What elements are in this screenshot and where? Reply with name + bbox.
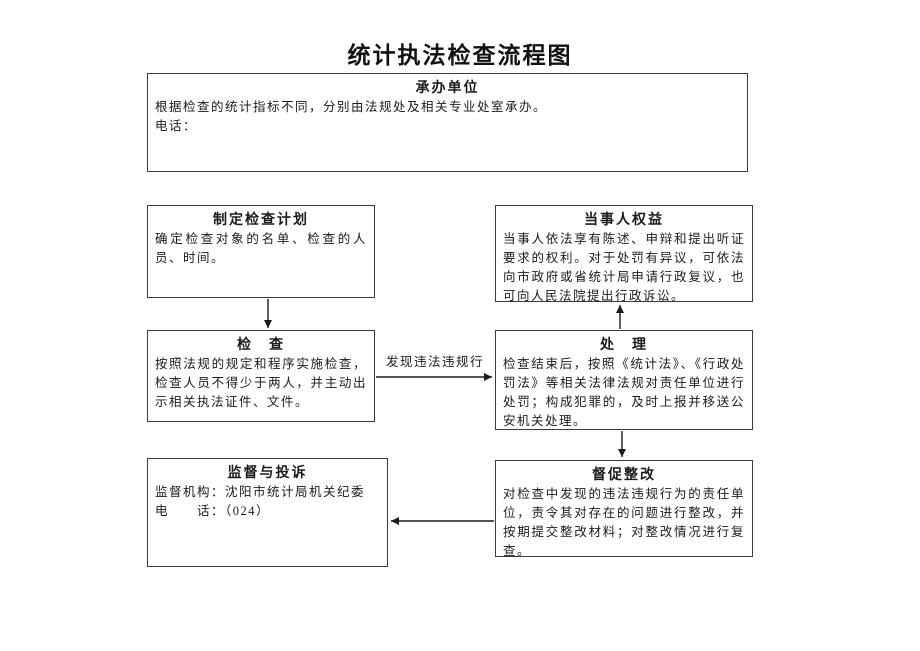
undertaker-line-1: 根据检查的统计指标不同，分别由法规处及相关专业处室承办。 — [155, 100, 548, 114]
box-plan-body: 确定检查对象的名单、检查的人员、时间。 — [155, 232, 367, 265]
box-undertaker: 承办单位 根据检查的统计指标不同，分别由法规处及相关专业处室承办。 电话： — [147, 73, 748, 172]
box-undertaker-title: 承办单位 — [415, 79, 480, 95]
box-rectify-title: 督促整改 — [592, 466, 656, 482]
box-handle: 处 理 检查结束后，按照《统计法》、《行政处罚法》等相关法律法规对责任单位进行处… — [495, 330, 753, 430]
box-supervision: 监督与投诉 监督机构：沈阳市统计局机关纪委 电 话：（024） — [147, 458, 388, 567]
arrow-label-violation: 发现违法违规行 — [385, 355, 484, 369]
box-inspect-title: 检 查 — [237, 336, 285, 352]
box-handle-title: 处 理 — [600, 336, 648, 352]
box-supervision-body: 监督机构：沈阳市统计局机关纪委 电 话：（024） — [148, 481, 387, 523]
box-rectify: 督促整改 对检查中发现的违法违规行为的责任单位，责令其对存在的问题进行整改，并按… — [495, 460, 753, 558]
undertaker-line-2: 电话： — [155, 119, 198, 133]
box-rights: 当事人权益 当事人依法享有陈述、申辩和提出听证要求的权利。对于处罚有异议，可依法… — [495, 205, 753, 303]
box-rectify-body: 对检查中发现的违法违规行为的责任单位，责令其对存在的问题进行整改，并按期提交整改… — [503, 487, 745, 558]
box-rights-title: 当事人权益 — [584, 211, 664, 227]
page-title: 统计执法检查流程图 — [347, 42, 573, 68]
supervision-line-1: 监督机构：沈阳市统计局机关纪委 — [155, 485, 366, 499]
box-rights-body: 当事人依法享有陈述、申辩和提出听证要求的权利。对于处罚有异议，可依法向市政府或省… — [503, 232, 745, 303]
box-plan-title: 制定检查计划 — [213, 211, 309, 227]
supervision-line-2: 电 话：（024） — [155, 504, 271, 518]
box-handle-body: 检查结束后，按照《统计法》、《行政处罚法》等相关法律法规对责任单位进行处罚；构成… — [503, 357, 745, 428]
box-supervision-title: 监督与投诉 — [227, 464, 308, 480]
box-inspect: 检 查 按照法规的规定和程序实施检查，检查人员不得少于两人，并主动出示相关执法证… — [147, 330, 375, 422]
box-plan: 制定检查计划 确定检查对象的名单、检查的人员、时间。 — [147, 205, 375, 298]
box-inspect-body: 按照法规的规定和程序实施检查，检查人员不得少于两人，并主动出示相关执法证件、文件… — [155, 357, 367, 409]
box-undertaker-body: 根据检查的统计指标不同，分别由法规处及相关专业处室承办。 电话： — [148, 96, 747, 138]
